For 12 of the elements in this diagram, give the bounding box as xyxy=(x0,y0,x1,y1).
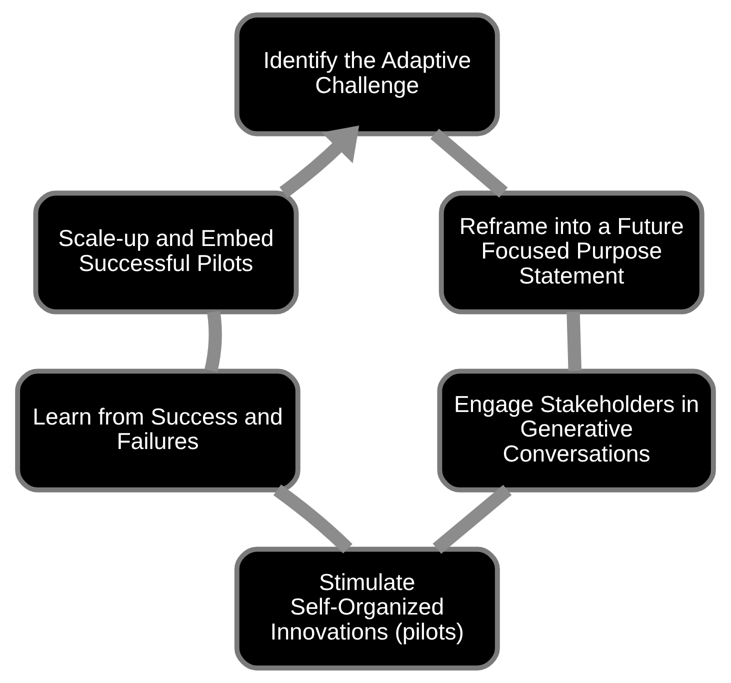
connector xyxy=(273,484,352,554)
connector xyxy=(566,312,582,371)
connector xyxy=(430,128,508,198)
node-box: Learn from Success and Failures xyxy=(15,368,300,492)
node-box: Scale-up and Embed Successful Pilots xyxy=(33,190,299,314)
arrow xyxy=(280,126,360,198)
node-box: Engage Stakeholders in Generative Conversations xyxy=(437,368,716,492)
node-box: Identify the Adaptive Challenge xyxy=(234,12,500,136)
node-box: Reframe into a Future Focused Purpose Statement xyxy=(438,190,704,314)
connector xyxy=(432,484,512,554)
connector xyxy=(204,310,222,372)
node-box: Stimulate Self-Organized Innovations (pilots) xyxy=(234,546,500,670)
